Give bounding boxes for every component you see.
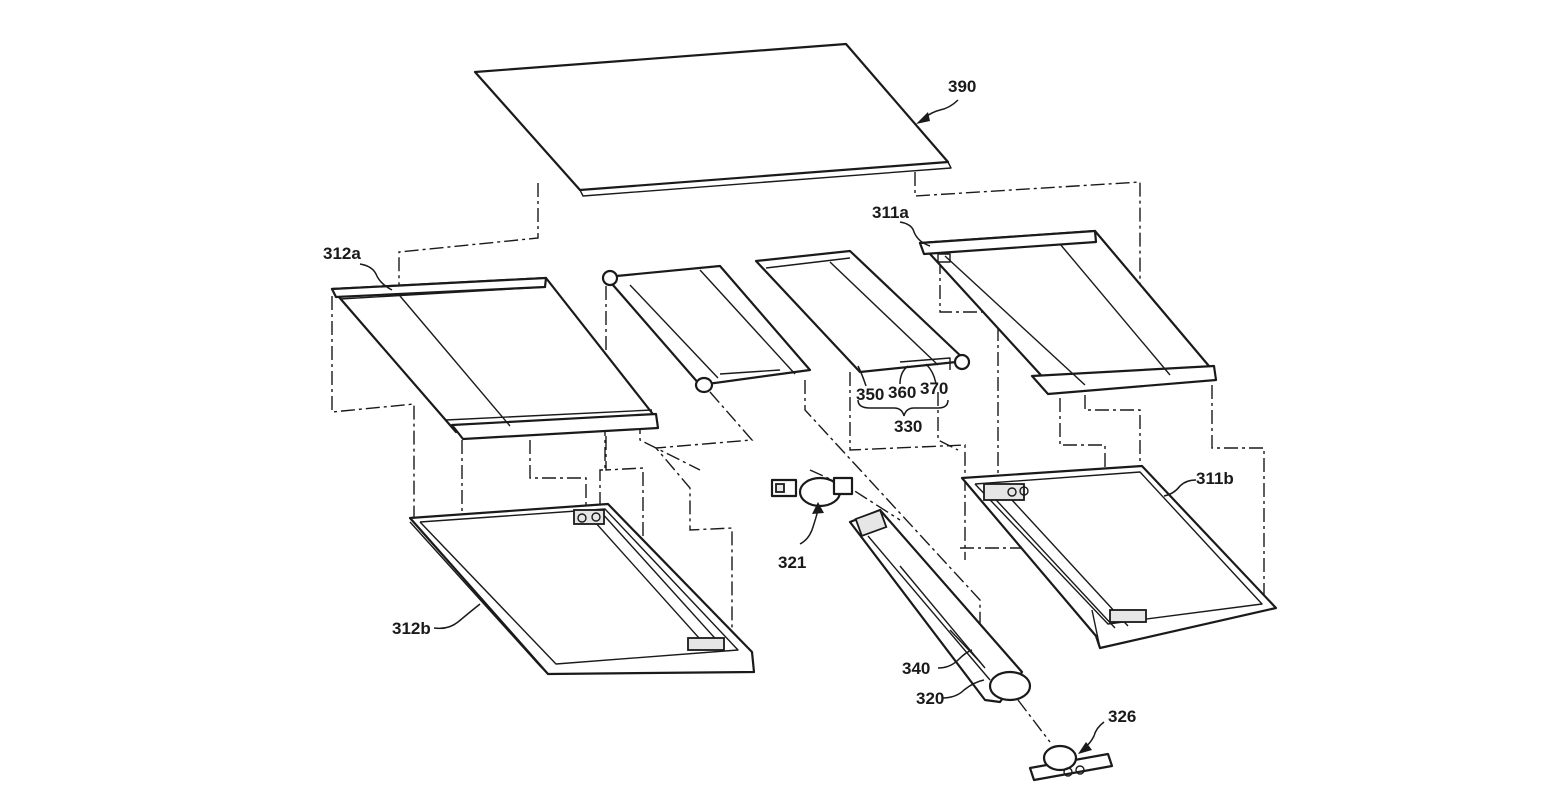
label-350: 350 [856, 385, 884, 404]
part-330-left-roller-panel [601, 264, 812, 394]
label-370: 370 [920, 379, 948, 398]
part-311a-plate [918, 229, 1218, 396]
label-326: 326 [1108, 707, 1136, 726]
label-312b: 312b [392, 619, 431, 638]
label-311a: 311a [872, 203, 909, 222]
label-340: 340 [902, 659, 930, 678]
label-312a: 312a [323, 244, 361, 263]
leaders [359, 99, 1197, 754]
label-390: 390 [948, 77, 976, 96]
part-330-right-roller-panel [754, 249, 971, 374]
part-390-panel [473, 42, 952, 197]
label-330: 330 [894, 417, 922, 436]
label-360: 360 [888, 383, 916, 402]
part-320-roller [848, 508, 1032, 704]
part-312b-housing [408, 502, 756, 676]
part-312a-plate [330, 276, 660, 441]
reference-labels: 390 311a 312a 311b 312b 350 360 370 330 … [323, 77, 1234, 726]
label-321: 321 [778, 553, 806, 572]
part-321-module [770, 476, 854, 508]
label-320: 320 [916, 689, 944, 708]
label-311b: 311b [1196, 469, 1234, 488]
part-311b-housing [960, 464, 1278, 650]
part-326-bracket [1028, 744, 1114, 782]
